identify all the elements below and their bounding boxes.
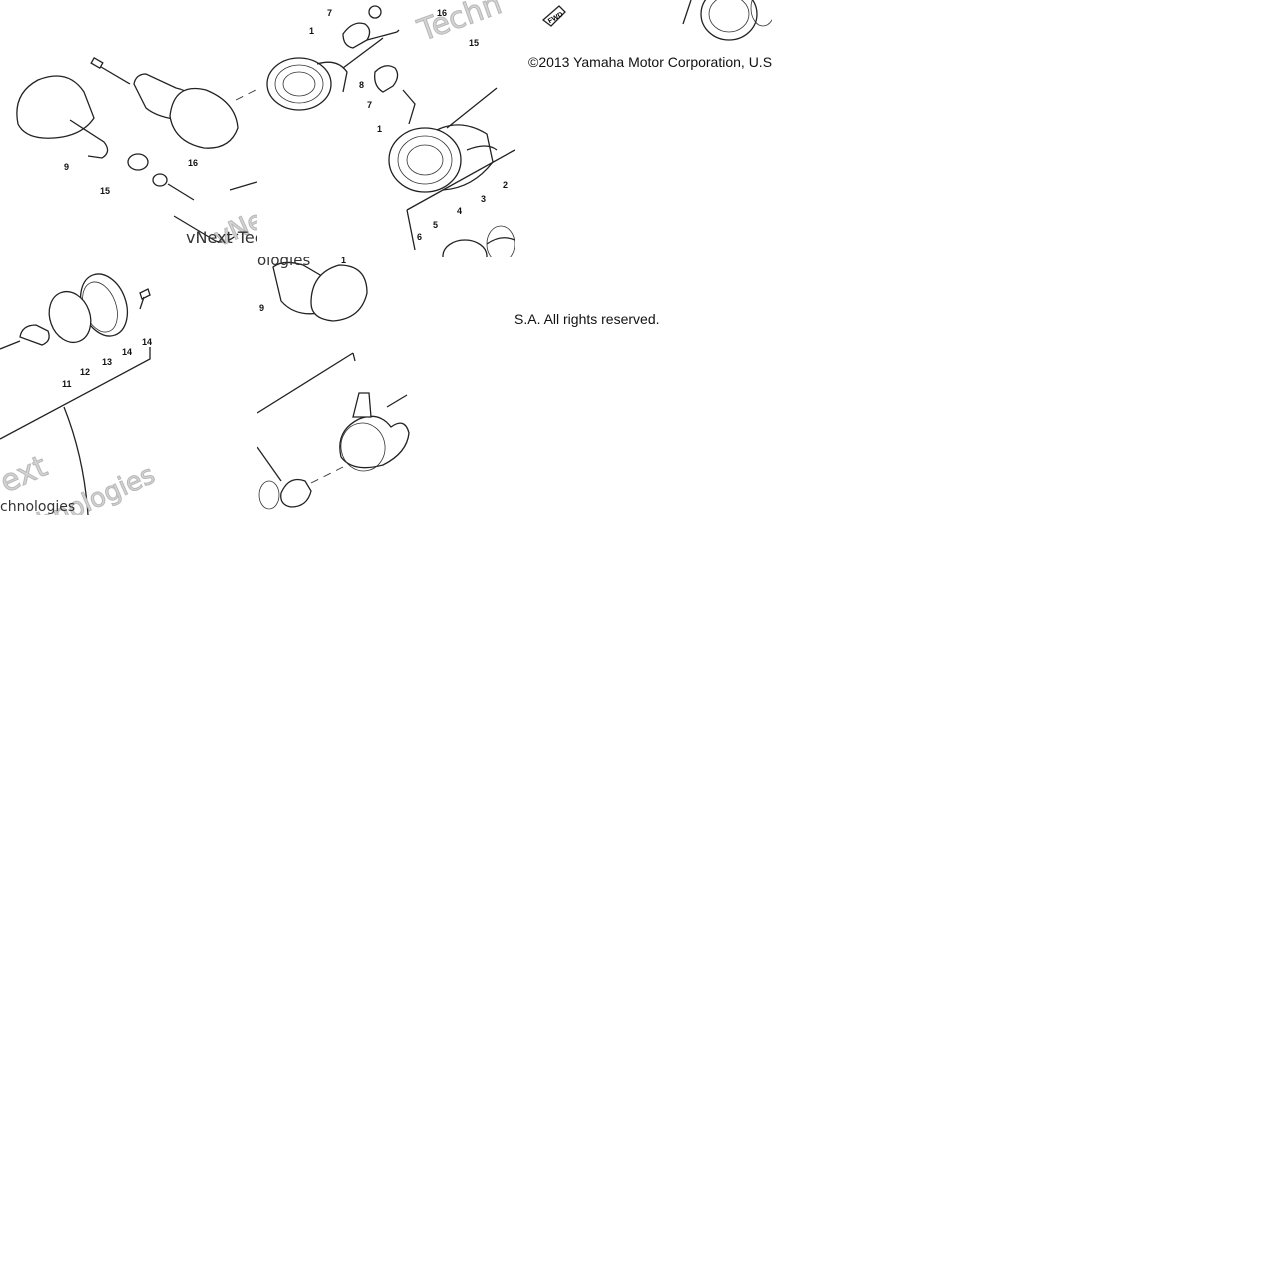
callout-number: 9: [259, 303, 264, 313]
callout-number: 5: [433, 220, 438, 230]
diagram-tile-top-center: 7 1 8 7 1 16 15 6 5 4 3 2 Techn: [257, 0, 515, 258]
watermark-text: ologies: [257, 257, 311, 269]
copyright-line-2: S.A. All rights reserved.: [514, 311, 660, 327]
callout-number: 1: [341, 257, 346, 265]
socket-part: [374, 65, 399, 93]
callout-number: 9: [64, 162, 69, 172]
exploded-parts-diagram: 7 1 8 7 1 16 15 6 5 4 3 2: [266, 5, 515, 258]
socket-part: [342, 22, 371, 49]
exploded-parts-diagram: 8 10 11 12 13 14 14: [0, 273, 152, 515]
bulb-part: [280, 478, 312, 508]
callout-number: 4: [457, 206, 462, 216]
callout-number: 1: [377, 124, 382, 134]
callout-number: 16: [188, 158, 198, 168]
lens-part: [48, 290, 92, 344]
watermark-text: vNext Tec: [186, 228, 257, 247]
diagram-tile-mid-left: 8 10 11 12 13 14 14 ext chnologies chnol…: [0, 257, 257, 515]
lamp-lens-part: [388, 127, 462, 193]
callout-number: 7: [367, 100, 372, 110]
exploded-parts-diagram: FWD: [541, 0, 772, 41]
callout-number: 14: [122, 347, 132, 357]
callout-number: 6: [417, 232, 422, 242]
diagram-tile-top-right: FWD: [515, 0, 772, 50]
lamp-lens-part: [266, 57, 332, 111]
callout-number: 11: [62, 379, 72, 389]
exploded-parts-diagram: 9 15 16: [16, 57, 257, 243]
socket-part: [19, 324, 50, 346]
callout-number: 3: [481, 194, 486, 204]
callout-number: 15: [469, 38, 479, 48]
copyright-line-1: ©2013 Yamaha Motor Corporation, U.S: [528, 54, 773, 70]
callout-number: 7: [327, 8, 332, 18]
callout-number: 16: [437, 8, 447, 18]
callout-number: 13: [102, 357, 112, 367]
exploded-parts-diagram: 9 1: [257, 257, 410, 510]
fwd-arrow-icon: [541, 5, 566, 27]
lamp-housing-part: [16, 75, 95, 139]
callout-number: 12: [80, 367, 90, 377]
callout-number: 14: [142, 337, 152, 347]
diagram-tile-center: 9 1 ologies: [257, 257, 515, 515]
fwd-label: FWD: [547, 11, 564, 25]
watermark-text: chnologies: [0, 499, 76, 515]
callout-number: 1: [309, 26, 314, 36]
callout-number: 2: [503, 180, 508, 190]
lamp-housing-part: [339, 415, 410, 469]
bulb-part: [368, 5, 382, 19]
diagram-tile-top-left: 9 15 16 vNe vNext Tec: [0, 0, 257, 257]
callout-number: 8: [359, 80, 364, 90]
callout-number: 15: [100, 186, 110, 196]
lamp-lens-part: [700, 0, 758, 41]
